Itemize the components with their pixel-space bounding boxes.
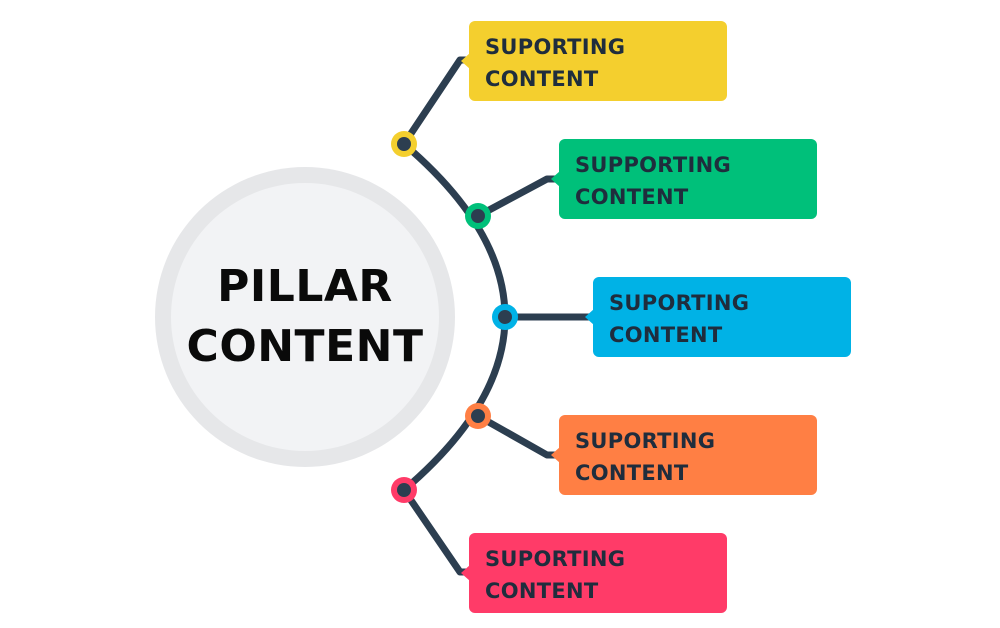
branch-line-1 <box>400 56 474 148</box>
box-label-line-2: CONTENT <box>485 67 599 91</box>
callout-pointer <box>585 309 594 325</box>
node-2 <box>465 203 491 229</box>
box-label-line-1: SUPORTING <box>575 429 716 453</box>
callout-pointer <box>461 565 470 581</box>
supporting-content-box-5: SUPORTING CONTENT <box>461 533 727 613</box>
supporting-content-box-2: SUPPORTING CONTENT <box>551 139 817 219</box>
box-label-line-1: SUPORTING <box>609 291 750 315</box>
callout-pointer <box>551 447 560 463</box>
box-label-line-2: CONTENT <box>485 579 599 603</box>
box-label-line-1: SUPORTING <box>485 547 626 571</box>
box-label-line-2: CONTENT <box>575 185 689 209</box>
node-1 <box>391 131 417 157</box>
callout-pointer <box>551 171 560 187</box>
node-5 <box>391 477 417 503</box>
branch-line-2 <box>474 175 563 220</box>
supporting-content-box-4: SUPORTING CONTENT <box>551 415 817 495</box>
box-label-line-1: SUPPORTING <box>575 153 731 177</box>
pillar-title-line-1: PILLAR <box>217 261 393 312</box>
box-label-line-2: CONTENT <box>609 323 723 347</box>
pillar-circle: PILLAR CONTENT <box>155 167 455 467</box>
node-4 <box>465 403 491 429</box>
pillar-title-line-2: CONTENT <box>186 321 424 372</box>
branch-line-4 <box>474 412 563 459</box>
supporting-content-box-3: SUPORTING CONTENT <box>585 277 851 357</box>
supporting-content-box-1: SUPORTING CONTENT <box>461 21 727 101</box>
node-3 <box>492 304 518 330</box>
box-label-line-2: CONTENT <box>575 461 689 485</box>
branch-line-5 <box>400 486 474 576</box>
callout-pointer <box>461 53 470 69</box>
pillar-circle-inner: PILLAR CONTENT <box>171 183 439 451</box>
box-label-line-1: SUPORTING <box>485 35 626 59</box>
